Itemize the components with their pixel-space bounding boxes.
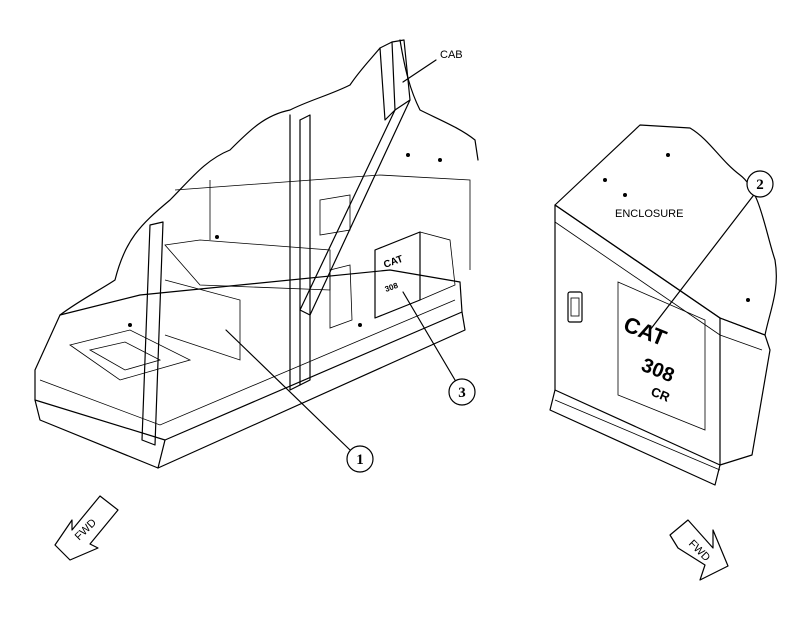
- cab-decal-logo: CAT: [382, 254, 404, 271]
- callout-1: 1: [225, 329, 374, 473]
- fwd-arrow-right-shape: [669, 519, 729, 581]
- callout-1-number: 1: [356, 452, 364, 468]
- callout-1-circle: [346, 445, 374, 473]
- enclosure-decal-logo: CAT: [620, 311, 670, 351]
- callout-3-number: 3: [458, 385, 466, 401]
- cab-decal: CAT 308: [382, 254, 404, 294]
- callout-2-leader: [649, 195, 754, 331]
- callout-2: 2: [649, 170, 774, 331]
- callout-2-number: 2: [756, 177, 764, 193]
- cab-assembly: [34, 39, 479, 469]
- enclosure-decal-suffix: CR: [649, 384, 673, 405]
- enclosure-decal-model: 308: [638, 354, 677, 387]
- cab-leader-line: [402, 59, 437, 83]
- fwd-arrow-right: FWD: [669, 519, 729, 581]
- callout-3-leader: [402, 291, 456, 381]
- fwd-arrow-left-shape: [54, 495, 119, 561]
- enclosure-assembly: [549, 124, 777, 486]
- callout-1-leader: [225, 329, 351, 451]
- enclosure-decal: CAT 308 CR: [620, 311, 677, 405]
- callout-3-circle: [448, 378, 476, 406]
- vent-square: [567, 291, 583, 323]
- callout-3: 3: [402, 291, 476, 406]
- cab-decal-model: 308: [384, 281, 400, 294]
- enclosure-label: ENCLOSURE: [615, 208, 683, 220]
- callout-2-circle: [746, 170, 774, 198]
- cab-label-group: CAB: [402, 49, 463, 83]
- cab-label: CAB: [440, 49, 463, 61]
- fwd-arrow-left: FWD: [54, 495, 119, 561]
